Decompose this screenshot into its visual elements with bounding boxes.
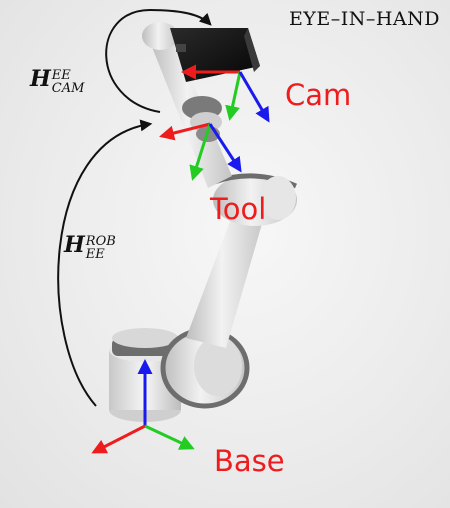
tool-axis-y	[189, 123, 212, 181]
wrist-top	[142, 22, 178, 50]
cam-axis-z	[238, 71, 270, 123]
frame-label-tool: Tool	[210, 192, 267, 226]
tool-axis-z	[208, 123, 242, 173]
shoulder-joint	[160, 327, 250, 409]
diagram-title: EYE–IN–HAND	[288, 8, 440, 30]
tool-frame-axes	[159, 122, 242, 181]
frame-label-cam: Cam	[285, 78, 352, 112]
cam-axis-y	[225, 71, 242, 121]
upper-arm-link	[186, 200, 266, 348]
cam-frame-axes	[181, 64, 270, 123]
frame-label-base: Base	[214, 444, 285, 478]
elbow-joint	[213, 173, 298, 226]
base-axis-y	[144, 424, 195, 450]
robot-arm	[109, 22, 298, 422]
arc-ee-to-base	[57, 119, 153, 407]
base-frame-axes	[91, 359, 195, 454]
tool-axis-x	[159, 122, 211, 141]
base-axis-x	[91, 424, 146, 454]
arc-cam-to-ee	[105, 8, 212, 113]
